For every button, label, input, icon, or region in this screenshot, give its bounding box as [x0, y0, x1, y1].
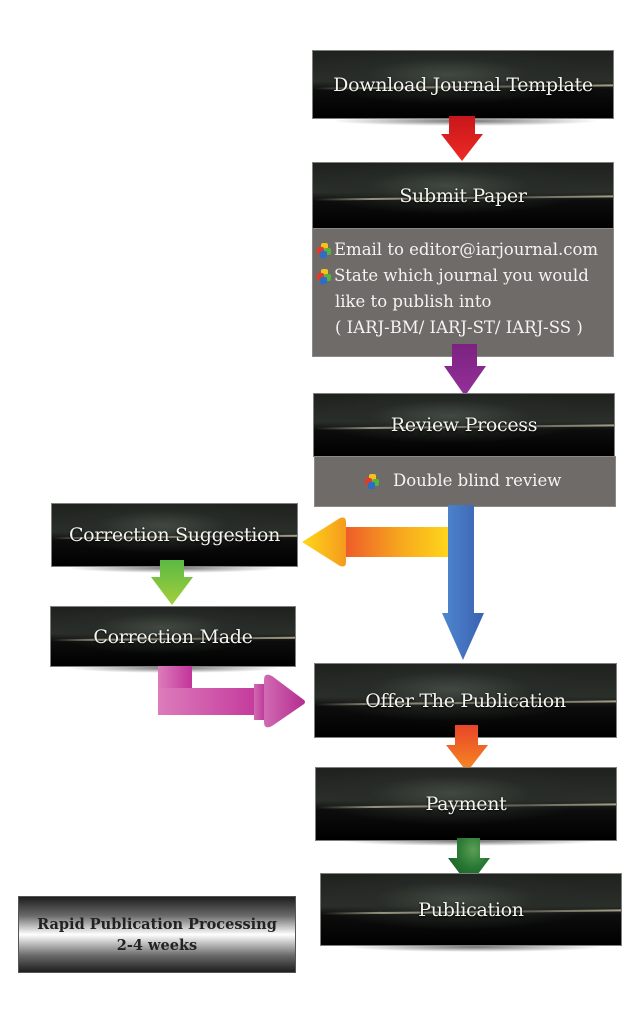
review-details: Double blind review: [314, 456, 616, 507]
step-label: Payment: [425, 793, 507, 815]
note-title: Rapid Publication Processing: [37, 915, 277, 933]
red-arrow-shape: [441, 116, 483, 161]
purple-arrow-shape: [444, 344, 486, 396]
colored-cubes-icon: [317, 242, 331, 258]
colored-cubes-icon: [365, 473, 379, 489]
step-label: Submit Paper: [399, 184, 527, 207]
step-correction-made: Correction Made: [50, 606, 296, 667]
arrow-left-icon: [302, 517, 448, 567]
orange-arrow-shape: [446, 725, 488, 772]
arrow-down-icon: [446, 725, 488, 772]
step-label: Download Journal Template: [333, 73, 593, 96]
step-label: Offer The Publication: [365, 689, 566, 712]
step-label: Correction Made: [93, 625, 253, 648]
arrow-down-icon: [448, 838, 490, 886]
orange-arrow-shaft: [344, 527, 448, 557]
note-duration: 2-4 weeks: [116, 936, 198, 954]
pink-arrow-shaft: [158, 688, 266, 715]
submit-paper-details: Email to editor@iarjournal.com State whi…: [312, 228, 614, 357]
bullet-double-blind: Double blind review: [365, 471, 561, 490]
bullet-journal: State which journal you would: [317, 266, 589, 285]
arrow-down-icon: [441, 116, 483, 161]
arrow-right-icon: [158, 666, 305, 728]
dark-green-arrow-shape: [448, 838, 490, 886]
bullet-text: State which journal you would: [334, 266, 589, 285]
box-shadow: [345, 942, 605, 952]
step-correction-suggestion: Correction Suggestion: [51, 503, 298, 567]
bullet-text: Double blind review: [393, 471, 562, 490]
step-payment: Payment: [315, 767, 617, 841]
pink-arrow-head: [264, 674, 305, 728]
step-download-template: Download Journal Template: [312, 50, 614, 119]
bullet-text: Email to editor@iarjournal.com: [334, 240, 599, 259]
pink-arrow-vertical: [158, 666, 192, 692]
arrow-down-icon: [151, 560, 193, 605]
processing-time-note: Rapid Publication Processing 2-4 weeks: [18, 896, 296, 973]
step-label: Correction Suggestion: [68, 524, 281, 546]
journal-options: ( IARJ-BM/ IARJ-ST/ IARJ-SS ): [335, 318, 583, 337]
step-submit-paper: Submit Paper: [312, 162, 614, 229]
arrow-down-icon: [442, 505, 484, 660]
bullet-continuation: like to publish into: [335, 292, 492, 311]
green-arrow-shape: [151, 560, 193, 605]
step-publication: Publication: [320, 873, 622, 946]
step-review-process: Review Process: [313, 393, 615, 457]
bullet-email: Email to editor@iarjournal.com: [317, 240, 598, 259]
colored-cubes-icon: [317, 268, 331, 284]
step-label: Review Process: [390, 414, 538, 436]
arrow-down-icon: [444, 344, 486, 396]
step-label: Publication: [418, 898, 524, 921]
blue-arrow-shape: [442, 505, 484, 660]
orange-arrow-head: [302, 517, 346, 567]
